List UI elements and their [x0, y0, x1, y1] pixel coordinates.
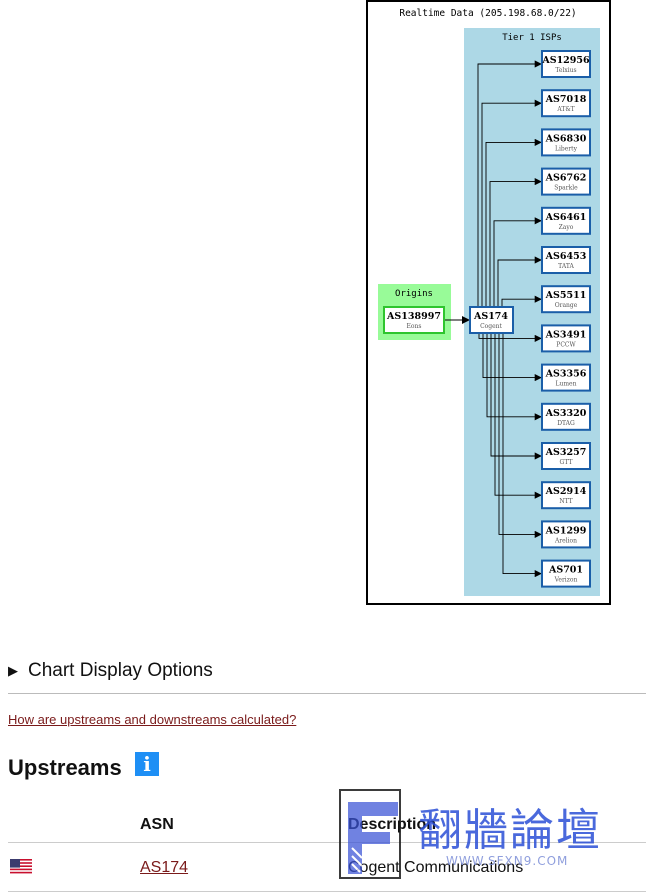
- edge-hub-tier1: [478, 333, 542, 342]
- edge-hub-tier1: [497, 256, 542, 307]
- edge-hub-tier1: [481, 99, 542, 307]
- tier1-asn: AS6762: [545, 173, 587, 184]
- asn-link[interactable]: AS174: [140, 859, 189, 876]
- tier1-asn: AS3257: [545, 447, 587, 458]
- tier1-asn: AS6830: [545, 133, 587, 144]
- origins-cluster-label: Origins: [395, 289, 433, 299]
- table-row: AS174 Cogent Communications: [8, 843, 646, 892]
- tier1-name: Orange: [555, 302, 578, 309]
- tier1-asn: AS701: [548, 565, 583, 576]
- tier1-name: Lumen: [556, 381, 577, 388]
- tier1-asn: AS1299: [545, 525, 587, 536]
- as-path-graph: Realtime Data (205.198.68.0/22) Tier 1 I…: [366, 0, 611, 605]
- edge-hub-tier1: [486, 333, 542, 421]
- watermark-url: WWW.SFXN9.COM: [446, 854, 569, 868]
- hub-asn: AS174: [473, 311, 508, 322]
- tier1-name: Verizon: [554, 577, 578, 584]
- tier1-asn: AS2914: [545, 486, 587, 497]
- graph-canvas: Realtime Data (205.198.68.0/22) Tier 1 I…: [378, 8, 600, 596]
- tier1-asn: AS7018: [545, 94, 587, 105]
- origin-asn: AS138997: [386, 311, 441, 322]
- edge-hub-tier1: [482, 333, 542, 382]
- edge-hub-tier1: [502, 333, 542, 578]
- tier1-cluster-label: Tier 1 ISPs: [502, 33, 562, 43]
- tier1-name: GTT: [560, 459, 573, 466]
- tier1-asn: AS3356: [545, 369, 587, 380]
- edge-hub-tier1: [493, 217, 542, 307]
- upstreams-heading: Upstreams: [8, 755, 122, 780]
- upstreams-calculation-help-link[interactable]: How are upstreams and downstreams calcul…: [8, 712, 297, 727]
- chart-display-options-label: Chart Display Options: [28, 660, 213, 681]
- tier1-asn: AS12956: [541, 55, 590, 66]
- origin-name: Eons: [407, 323, 422, 330]
- tier1-name: NTT: [559, 498, 572, 505]
- edge-hub-tier1: [477, 60, 542, 307]
- tier1-name: Sparkle: [554, 185, 578, 192]
- hub-name: Cogent: [480, 323, 502, 330]
- asn-description: Cogent Communications: [348, 859, 524, 876]
- watermark-text: 翻牆論壇: [418, 805, 602, 856]
- column-header-asn: ASN: [140, 816, 174, 833]
- chart-display-options-toggle[interactable]: ▶ Chart Display Options: [8, 660, 646, 694]
- tier1-name: TATA: [558, 263, 574, 270]
- edge-hub-tier1: [489, 178, 542, 307]
- tier1-name: Arelion: [554, 537, 577, 544]
- tier1-name: Zayo: [559, 224, 574, 231]
- disclosure-triangle-icon: ▶: [8, 663, 18, 678]
- us-flag-icon: [10, 859, 32, 875]
- edge-hub-tier1: [485, 138, 542, 307]
- tier1-asn: AS6453: [545, 251, 587, 262]
- tier1-name: Liberty: [555, 145, 578, 152]
- watermark-emblem-icon: [339, 789, 401, 879]
- edge-hub-tier1: [498, 333, 542, 538]
- tier1-asn: AS3491: [545, 329, 587, 340]
- edge-hub-tier1: [501, 295, 542, 307]
- info-icon[interactable]: i: [135, 752, 159, 776]
- origin-node[interactable]: AS138997 Eons: [383, 306, 445, 334]
- tier1-nodes: AS12956TelxiusAS7018AT&TAS6830LibertyAS6…: [541, 50, 591, 588]
- graph-title: Realtime Data (205.198.68.0/22): [399, 8, 576, 19]
- tier1-asn: AS3320: [545, 408, 587, 419]
- edge-hub-tier1: [494, 333, 542, 499]
- tier1-name: AT&T: [556, 106, 574, 113]
- watermark-logo: 翻牆論壇 WWW.SFXN9.COM: [338, 788, 638, 883]
- tier1-asn: AS6461: [545, 212, 587, 223]
- tier1-name: Telxius: [555, 67, 576, 74]
- header-divider: [8, 842, 646, 843]
- column-header-description: Description: [348, 816, 437, 833]
- tier1-name: DTAG: [557, 420, 575, 427]
- graph-edges: [444, 60, 542, 578]
- edge-hub-tier1: [490, 333, 542, 460]
- tier1-name: PCCW: [556, 341, 576, 348]
- tier1-asn: AS5511: [545, 290, 587, 301]
- hub-node[interactable]: AS174 Cogent: [469, 306, 514, 334]
